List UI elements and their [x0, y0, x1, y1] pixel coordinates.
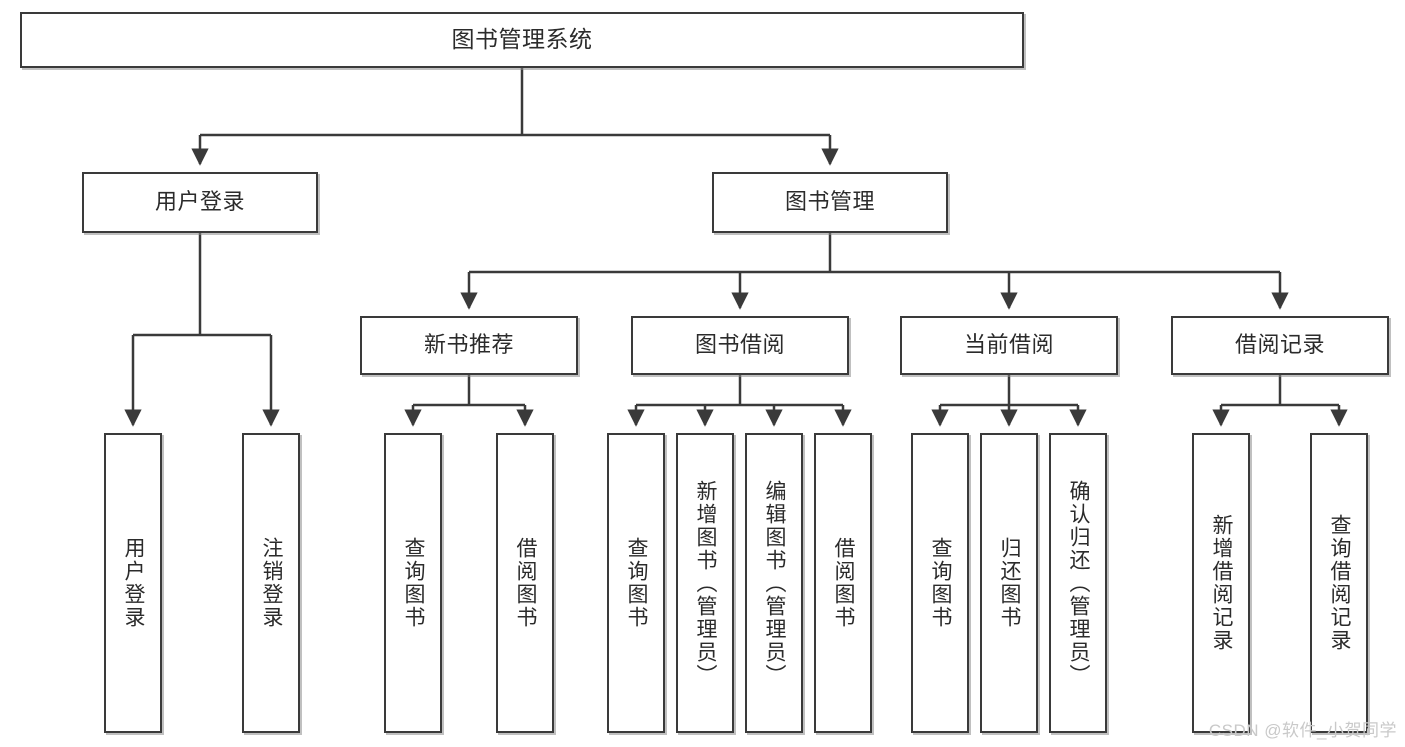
leaf-query-book-1-label: 查询图书	[402, 537, 426, 629]
leaf-query-book-2[interactable]: 查询图书	[607, 433, 665, 733]
leaf-return-book[interactable]: 归还图书	[980, 433, 1038, 733]
node-current-borrow[interactable]: 当前借阅	[900, 316, 1118, 375]
leaf-add-book[interactable]: 新增图书（管理员）	[676, 433, 734, 733]
csdn-watermark: CSDN @软件_小贺同学	[1208, 721, 1397, 740]
node-borrow-record[interactable]: 借阅记录	[1171, 316, 1389, 375]
leaf-return-book-label: 归还图书	[998, 537, 1022, 629]
leaf-add-record[interactable]: 新增借阅记录	[1192, 433, 1250, 733]
node-book-borrow[interactable]: 图书借阅	[631, 316, 849, 375]
leaf-user-login[interactable]: 用户登录	[104, 433, 162, 733]
leaf-query-book-3-label: 查询图书	[929, 537, 953, 629]
leaf-logout-login[interactable]: 注销登录	[242, 433, 300, 733]
leaf-borrow-book-2[interactable]: 借阅图书	[814, 433, 872, 733]
node-book-manage-label: 图书管理	[784, 189, 875, 215]
node-book-borrow-label: 图书借阅	[694, 332, 785, 358]
node-borrow-record-label: 借阅记录	[1234, 332, 1325, 358]
leaf-borrow-book-2-label: 借阅图书	[832, 537, 856, 629]
node-root[interactable]: 图书管理系统	[20, 12, 1024, 68]
node-new-book-recommend[interactable]: 新书推荐	[360, 316, 578, 375]
leaf-logout-login-label: 注销登录	[260, 537, 284, 629]
leaf-edit-book-label: 编辑图书（管理员）	[763, 479, 787, 687]
node-current-borrow-label: 当前借阅	[963, 332, 1054, 358]
leaf-query-book-3[interactable]: 查询图书	[911, 433, 969, 733]
leaf-edit-book[interactable]: 编辑图书（管理员）	[745, 433, 803, 733]
node-book-manage[interactable]: 图书管理	[712, 172, 948, 233]
leaf-query-book-2-label: 查询图书	[625, 537, 649, 629]
node-root-label: 图书管理系统	[451, 26, 593, 53]
leaf-confirm-return[interactable]: 确认归还（管理员）	[1049, 433, 1107, 733]
leaf-user-login-label: 用户登录	[122, 537, 146, 629]
leaf-borrow-book-1-label: 借阅图书	[514, 537, 538, 629]
leaf-confirm-return-label: 确认归还（管理员）	[1067, 479, 1091, 687]
leaf-query-record[interactable]: 查询借阅记录	[1310, 433, 1368, 733]
node-user-login-label: 用户登录	[154, 189, 245, 215]
leaf-add-book-label: 新增图书（管理员）	[694, 479, 718, 687]
leaf-borrow-book-1[interactable]: 借阅图书	[496, 433, 554, 733]
leaf-query-book-1[interactable]: 查询图书	[384, 433, 442, 733]
leaf-query-record-label: 查询借阅记录	[1328, 514, 1352, 652]
leaf-add-record-label: 新增借阅记录	[1210, 514, 1234, 652]
node-user-login[interactable]: 用户登录	[82, 172, 318, 233]
node-new-book-recommend-label: 新书推荐	[423, 332, 514, 358]
